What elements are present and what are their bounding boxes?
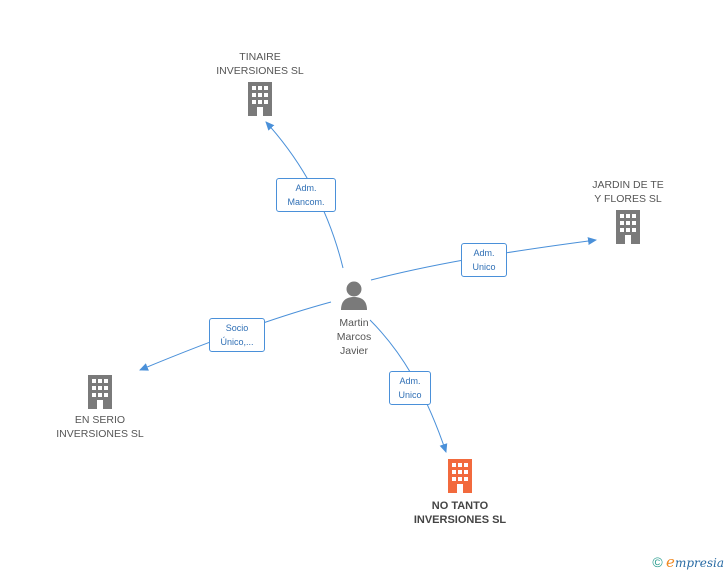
building-icon	[614, 210, 642, 244]
company-name: EN SERIO INVERSIONES SL	[56, 414, 144, 440]
company-jardin[interactable]: JARDIN DE TE Y FLORES SL	[570, 178, 686, 244]
company-name: JARDIN DE TE Y FLORES SL	[592, 179, 664, 205]
relation-label-enserio[interactable]: Socio Único,...	[209, 318, 265, 352]
relation-label-jardin[interactable]: Adm. Unico	[461, 243, 507, 277]
copyright-icon: ©	[652, 554, 663, 570]
company-tinaire[interactable]: TINAIRE INVERSIONES SL	[200, 50, 320, 116]
person-node[interactable]: Martin Marcos Javier	[314, 280, 394, 358]
person-name: Martin Marcos Javier	[336, 317, 372, 357]
company-name: TINAIRE INVERSIONES SL	[216, 51, 304, 77]
relation-label-tinaire[interactable]: Adm. Mancom.	[276, 178, 336, 212]
company-notanto[interactable]: NO TANTO INVERSIONES SL	[398, 459, 522, 527]
building-icon	[446, 459, 474, 493]
building-icon	[246, 82, 274, 116]
empresia-logo: © empresia	[652, 553, 724, 571]
company-enserio[interactable]: EN SERIO INVERSIONES SL	[40, 375, 160, 441]
building-icon	[86, 375, 114, 409]
person-icon	[338, 280, 370, 310]
relation-label-notanto[interactable]: Adm. Unico	[389, 371, 431, 405]
company-name: NO TANTO INVERSIONES SL	[413, 500, 507, 526]
